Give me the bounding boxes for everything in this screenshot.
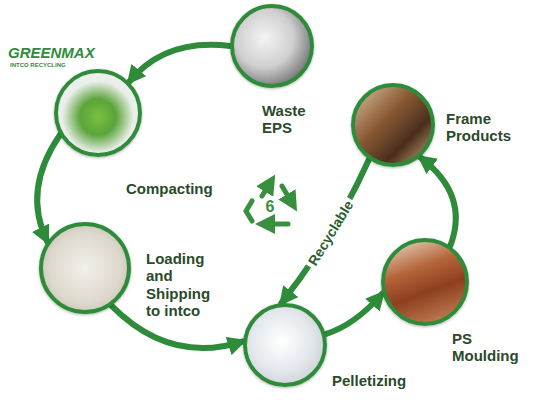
recycle-arrow [262, 183, 270, 196]
step-label: PS Moulding [452, 330, 519, 365]
flow-arrow [37, 135, 60, 242]
photo-circle: Compacting [54, 69, 142, 157]
brand-logo: GREENMAX [8, 45, 95, 60]
step-label: Waste EPS [262, 102, 310, 137]
recycle-arrow [265, 222, 288, 227]
step-label: Pelletizing [332, 372, 406, 389]
photo-circle: Waste EPS [230, 4, 314, 88]
recycle-arrow [282, 186, 292, 203]
flow-arrow [281, 159, 369, 303]
photo-circle: PS Moulding [381, 238, 469, 326]
recycle-symbol [246, 183, 292, 224]
step-label: Loading and Shipping to intco [146, 250, 210, 319]
step-label: Compacting [126, 180, 213, 197]
recycle-number: 6 [266, 199, 275, 215]
arrow-label: Recyclable [303, 195, 358, 271]
recycle-arrow-tail [246, 201, 252, 221]
photo-circle: Pelletizing [243, 303, 327, 387]
brand-subtitle: INTCO RECYCLING [10, 62, 66, 68]
flow-arrow [420, 157, 456, 246]
photo-circle: Frame Products [351, 83, 435, 167]
photo-circle: Loading and Shipping to intco [39, 222, 131, 314]
flow-arrow [129, 45, 230, 82]
step-label: Frame Products [446, 110, 511, 145]
flow-arrow [326, 293, 383, 334]
